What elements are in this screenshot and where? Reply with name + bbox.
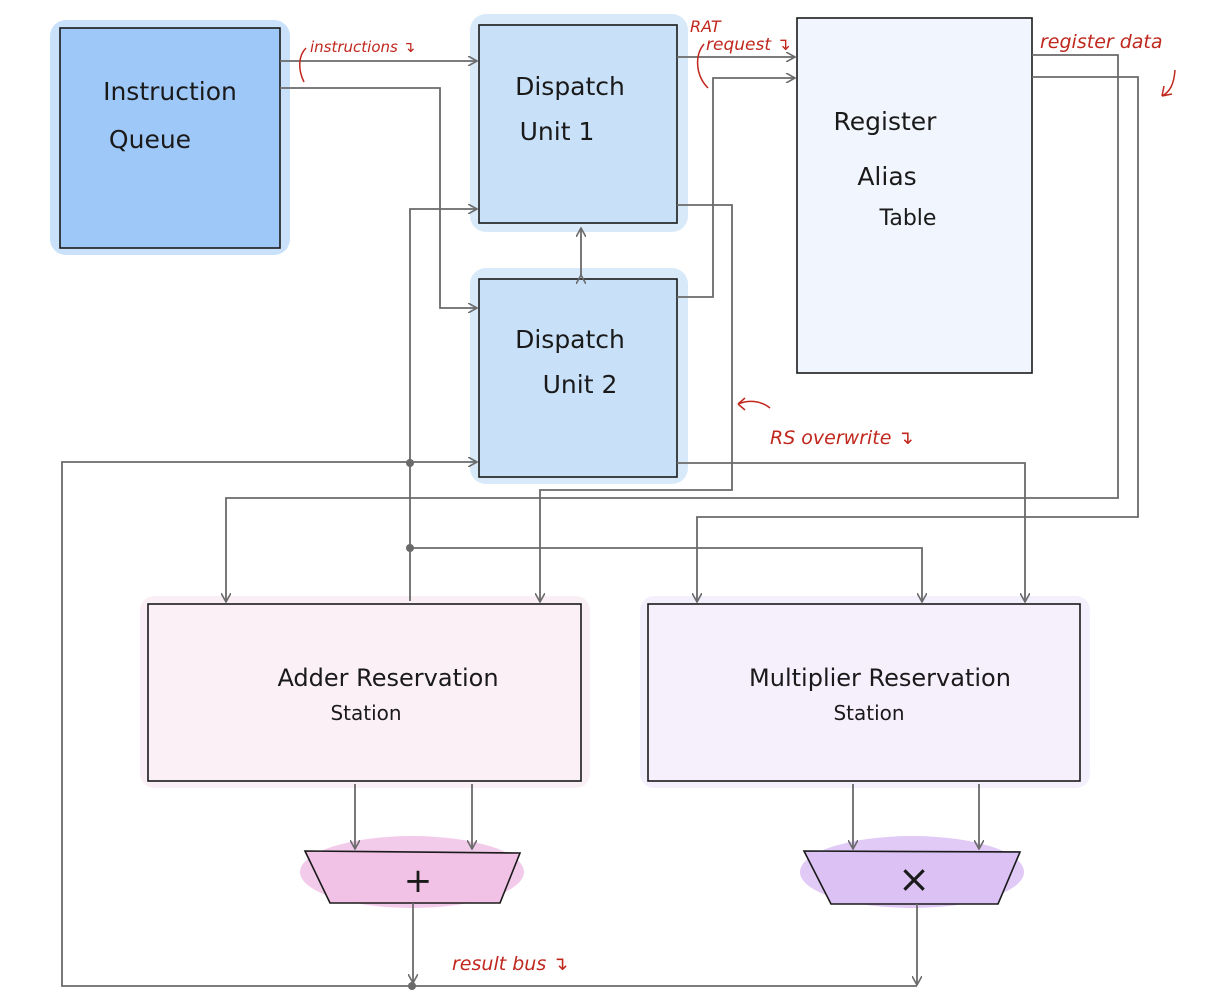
wire-dispatch-2-to-rat [677,78,794,298]
rs-overwrite-arrow [737,397,771,411]
junction-dot-1 [406,459,414,467]
adder-alu [303,850,522,904]
adder-reservation-station-label-1: Adder Reservation [277,664,498,692]
wire-bus-spine [409,209,476,601]
dispatch-unit-1-label-1: Dispatch [515,72,625,101]
instruction-queue-box [59,27,281,249]
wire-rat-to-multiplier-rs [697,76,1139,601]
rat-annotation-title: RAT [690,17,722,36]
multiplier-alu [802,850,1022,905]
dispatch-unit-2-label-2: Unit 2 [543,370,618,399]
adder-reservation-station-label-2: Station [330,701,401,725]
instructions-annotation: instructions ↴ [310,38,415,56]
register-data-annotation: register data [1040,31,1163,53]
adder-alu-symbol: + [404,861,433,901]
wire-dispatch-2-to-multiplier-rs [677,462,1025,601]
wire-dispatch-1-to-adder-rs [540,204,733,601]
multiplier-reservation-station-label-2: Station [833,701,904,725]
junction-dot-2 [406,544,414,552]
wires [61,54,1139,987]
register-data-arrow [1161,69,1176,97]
wire-result-bus-loop [61,462,476,987]
wire-rat-to-adder-rs [226,54,1119,601]
instruction-queue-label-2: Queue [109,125,191,154]
junction-dot-3 [408,982,416,990]
register-alias-table-label-1: Register [834,107,938,136]
dispatch-unit-1-box [478,24,678,224]
wire-queue-to-dispatch-2 [280,87,476,308]
multiplier-alu-symbol: × [898,857,930,901]
register-alias-table-label-3: Table [879,206,937,231]
register-alias-table-label-2: Alias [857,162,916,191]
wire-bus-to-multiplier-rs [410,547,922,601]
rat-request-bracket [696,43,709,89]
multiplier-reservation-station-label-1: Multiplier Reservation [749,664,1011,692]
multiplier-reservation-station-box [647,603,1081,782]
instruction-queue-label-1: Instruction [103,77,237,106]
register-alias-table-box [796,17,1033,374]
adder-reservation-station-box [147,603,582,782]
rs-overwrite-annotation: RS overwrite ↴ [770,427,913,449]
rat-request-annotation: request ↴ [706,35,791,55]
dispatch-unit-2-label-1: Dispatch [515,325,625,354]
result-bus-annotation: result bus ↴ [452,953,568,975]
instructions-bracket [299,47,307,83]
dispatch-unit-2-box [478,278,678,478]
dispatch-unit-1-label-2: Unit 1 [520,117,595,146]
